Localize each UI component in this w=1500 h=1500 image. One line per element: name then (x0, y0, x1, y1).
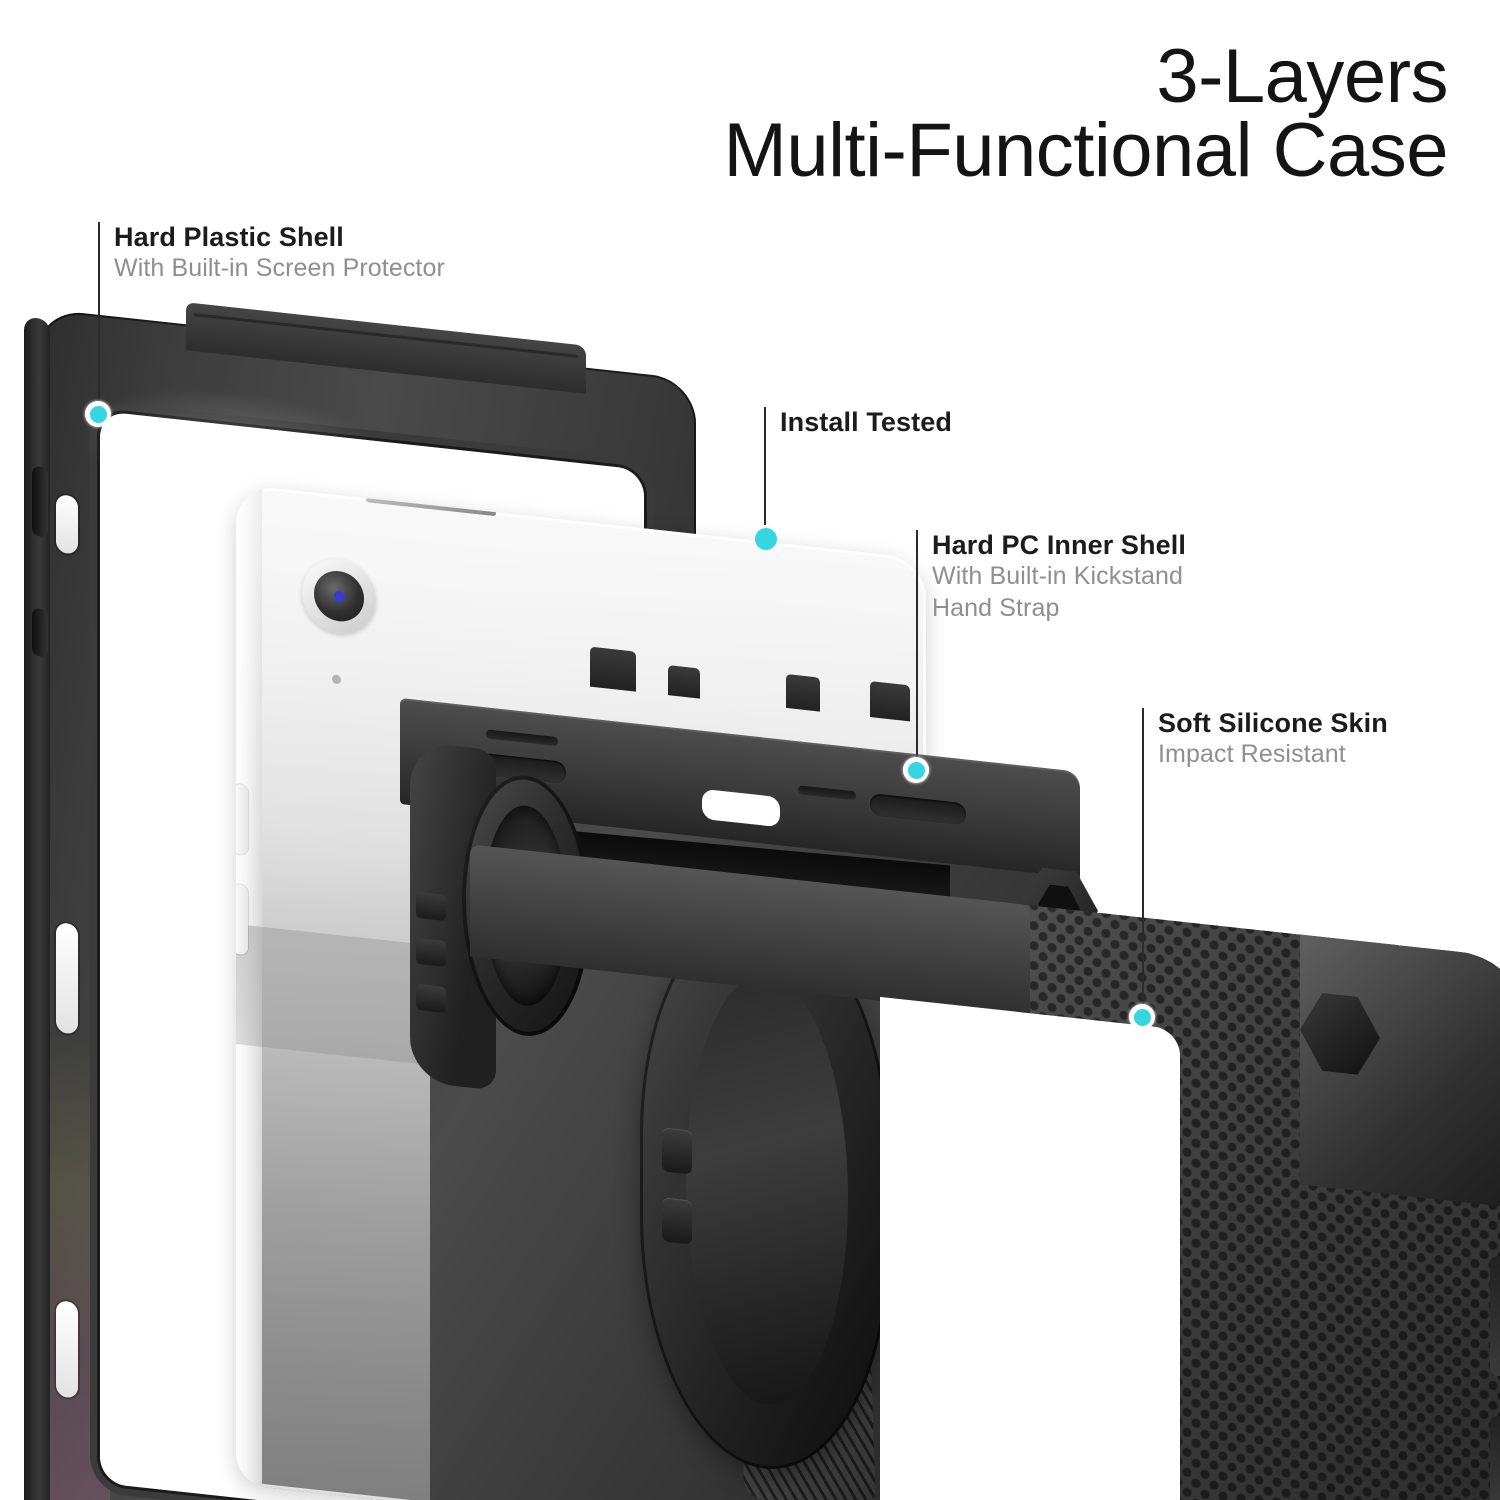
callout-connector-line (1142, 708, 1144, 1004)
pc-clip-tab-3 (786, 673, 820, 712)
tablet-volume-button-down (236, 883, 248, 956)
shell-button-cutout-a (56, 494, 78, 555)
callout-subtext-1: With Built-in Kickstand (932, 562, 1183, 591)
callout-install-tested: Install Tested (764, 407, 952, 525)
pc-rail-line-1 (486, 729, 558, 747)
callout-connector-line (764, 407, 766, 525)
microphone-icon (332, 674, 341, 685)
silicone-side-notch-b (1490, 1415, 1500, 1500)
title-line-1: 3-Layers (1156, 34, 1448, 119)
page-title: 3-Layers Multi-Functional Case (723, 34, 1449, 194)
shell-button-cutout-c (56, 1300, 78, 1399)
soft-silicone-skin-part (470, 844, 1500, 1500)
callout-connector-line (98, 222, 100, 406)
pc-rail-line-2 (798, 785, 856, 801)
callout-heading: Hard Plastic Shell (114, 222, 344, 252)
callout-subtext-2: Hand Strap (932, 593, 1060, 622)
shell-cutout-mid (32, 607, 48, 658)
shell-cutout-top (32, 465, 48, 538)
strap-button-b (662, 1197, 692, 1245)
callout-heading: Install Tested (780, 407, 952, 437)
callout-soft-silicone-skin: Soft Silicone Skin Impact Resistant (1142, 708, 1388, 1004)
callout-subtext-1: Impact Resistant (1158, 740, 1346, 769)
pc-port-cutout (702, 788, 780, 828)
callout-heading: Hard PC Inner Shell (932, 530, 1186, 560)
shell-button-cutout-b (56, 922, 78, 1035)
strap-button-a (662, 1127, 692, 1175)
silicone-corner-bumper (1300, 934, 1500, 1210)
kickstand-hinge-2 (416, 937, 446, 967)
pc-clip-tab-1 (590, 646, 636, 692)
kickstand-hinge-1 (416, 891, 446, 921)
callout-hard-pc-inner-shell: Hard PC Inner Shell With Built-in Kickst… (916, 530, 1186, 758)
callout-dot-soft-silicone-skin (1129, 1004, 1155, 1030)
tablet-volume-button-up (236, 783, 248, 856)
kickstand-hinge-3 (416, 983, 446, 1013)
callout-dot-hard-pc-inner-shell (903, 757, 929, 783)
silicone-inner-opening (880, 996, 1180, 1500)
callout-heading: Soft Silicone Skin (1158, 708, 1388, 738)
callout-subtext-1: With Built-in Screen Protector (114, 254, 445, 283)
callout-hard-plastic-shell: Hard Plastic Shell With Built-in Screen … (98, 222, 445, 406)
callout-dot-hard-plastic-shell (85, 401, 111, 427)
silicone-side-notch-a (1490, 1255, 1500, 1379)
callout-connector-line (916, 530, 918, 758)
callout-dot-install-tested (753, 526, 779, 552)
title-line-2: Multi-Functional Case (723, 108, 1449, 194)
pc-clip-tab-2 (668, 665, 700, 699)
pc-clip-tab-4 (870, 681, 910, 722)
pc-speaker-cutout-right (870, 793, 966, 826)
